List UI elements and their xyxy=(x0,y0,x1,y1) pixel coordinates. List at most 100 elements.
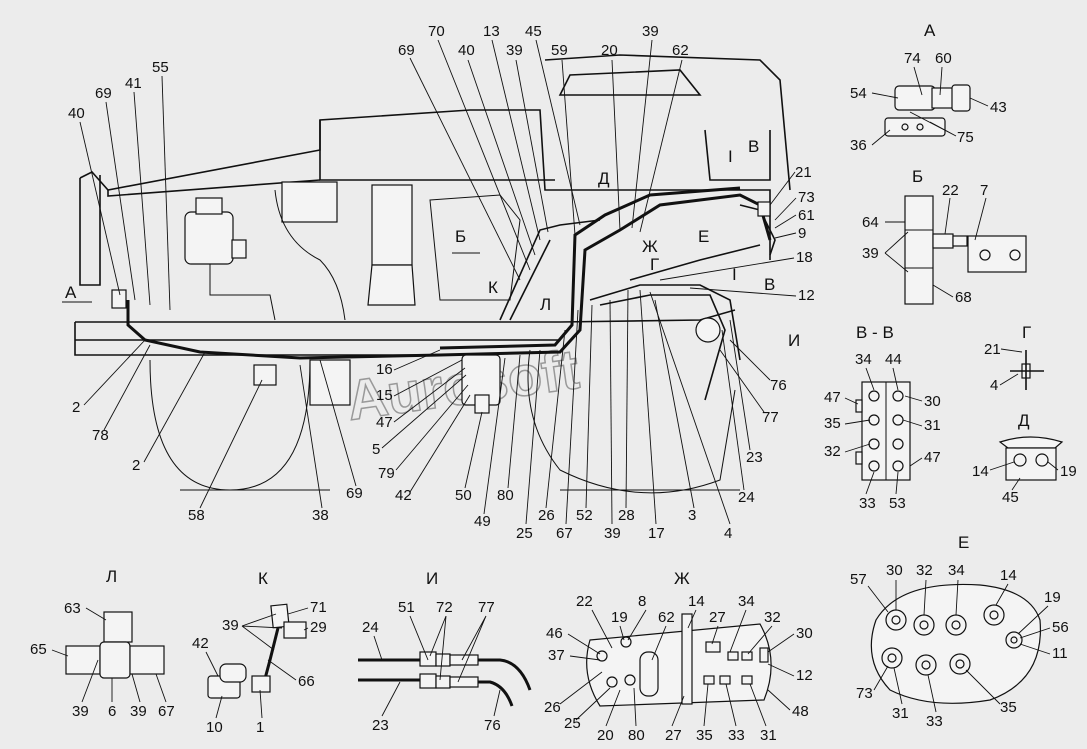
separator-drain xyxy=(474,394,490,414)
mark-i: И xyxy=(788,331,800,350)
callout: 16 xyxy=(376,361,393,378)
callout: 31 xyxy=(924,417,941,434)
callout: 23 xyxy=(746,449,763,466)
callout: 45 xyxy=(1002,489,1019,506)
main-view: Aurosoft xyxy=(62,23,815,542)
callout: 44 xyxy=(885,351,902,368)
frame-side xyxy=(74,322,445,356)
callout: 27 xyxy=(709,609,726,626)
cross-line xyxy=(629,244,761,281)
callout: 27 xyxy=(665,727,682,744)
callout: 70 xyxy=(428,23,445,40)
callout: 36 xyxy=(850,137,867,154)
mark-g: Г xyxy=(650,255,659,274)
view-d: Д 14 19 45 xyxy=(972,411,1077,506)
cab-roof-line xyxy=(107,179,321,197)
air-dryer-valve xyxy=(231,239,247,259)
callout: 30 xyxy=(886,562,903,579)
callout: 69 xyxy=(346,485,363,502)
view-a-title: А xyxy=(924,21,936,40)
callout: 14 xyxy=(972,463,989,480)
callout: 77 xyxy=(478,599,495,616)
callout: 40 xyxy=(458,42,475,59)
callout: 4 xyxy=(990,377,998,394)
callout: 31 xyxy=(892,705,909,722)
callout: 62 xyxy=(672,42,689,59)
callout: 60 xyxy=(935,50,952,67)
front-panel xyxy=(79,175,101,286)
mark-b: Б xyxy=(455,227,466,246)
callout: 47 xyxy=(924,449,941,466)
callout: 45 xyxy=(525,23,542,40)
callout: 42 xyxy=(395,487,412,504)
view-k: К 39 71 29 42 66 10 1 xyxy=(192,569,327,736)
front-valve xyxy=(253,364,277,386)
callout: 24 xyxy=(362,619,379,636)
callout: 22 xyxy=(942,182,959,199)
callout: 17 xyxy=(648,525,665,542)
callout: 69 xyxy=(398,42,415,59)
callout: 22 xyxy=(576,593,593,610)
callout: 66 xyxy=(298,673,315,690)
callout: 55 xyxy=(152,59,169,76)
top-box-outline xyxy=(544,54,791,191)
callout: 26 xyxy=(544,699,561,716)
callout: 11 xyxy=(1052,645,1068,662)
view-d-title: Д xyxy=(1018,411,1030,430)
valve-line-b xyxy=(509,239,551,321)
filter-bowl xyxy=(367,264,416,306)
top-box-panel xyxy=(704,129,771,181)
callout: 47 xyxy=(824,389,841,406)
air-dryer xyxy=(184,211,234,265)
callout: 38 xyxy=(312,507,329,524)
callout: 30 xyxy=(924,393,941,410)
mark-k: К xyxy=(488,278,498,297)
callout: 73 xyxy=(798,189,815,206)
callout: 37 xyxy=(548,647,565,664)
callout: 80 xyxy=(628,727,645,744)
callout: 19 xyxy=(1060,463,1077,480)
callout: 13 xyxy=(483,23,500,40)
air-dryer-cap xyxy=(195,197,223,215)
callout: 48 xyxy=(792,703,809,720)
callout: 39 xyxy=(222,617,239,634)
air-dryer-pipe xyxy=(209,264,276,321)
right-fitting xyxy=(757,201,771,217)
mark-e: Е xyxy=(698,227,709,246)
callout: 39 xyxy=(506,42,523,59)
receiver xyxy=(309,359,351,406)
callout: 19 xyxy=(611,609,628,626)
callout: 80 xyxy=(497,487,514,504)
callout: 79 xyxy=(378,465,395,482)
callout: 75 xyxy=(957,129,974,146)
callout: 26 xyxy=(538,507,555,524)
callout: 24 xyxy=(738,489,755,506)
callout: 23 xyxy=(372,717,389,734)
valve-supply-line xyxy=(499,219,601,321)
callout: 50 xyxy=(455,487,472,504)
callout: 35 xyxy=(1000,699,1017,716)
callout: 68 xyxy=(955,289,972,306)
hose-a xyxy=(274,189,346,321)
callout: 62 xyxy=(658,609,675,626)
callout: 20 xyxy=(597,727,614,744)
callout: 34 xyxy=(738,593,755,610)
cab-lower-edge xyxy=(319,120,555,181)
mark-d: Д xyxy=(598,169,610,188)
radiator-block xyxy=(281,181,338,223)
callout: 54 xyxy=(850,85,867,102)
callout: 34 xyxy=(948,562,965,579)
callout: 49 xyxy=(474,513,491,530)
callout: 33 xyxy=(728,727,745,744)
callout: 14 xyxy=(1000,567,1017,584)
callout: 39 xyxy=(130,703,147,720)
callout: 63 xyxy=(64,600,81,617)
view-zh: Ж 22 19 8 14 27 34 46 62 32 30 37 12 26 … xyxy=(544,569,813,744)
callout: 29 xyxy=(310,619,327,636)
callout: 41 xyxy=(125,75,142,92)
callout: 32 xyxy=(824,443,841,460)
callout: 42 xyxy=(192,635,209,652)
callout: 4 xyxy=(724,525,732,542)
callout: 72 xyxy=(436,599,453,616)
view-g: Г 21 4 xyxy=(984,323,1044,394)
